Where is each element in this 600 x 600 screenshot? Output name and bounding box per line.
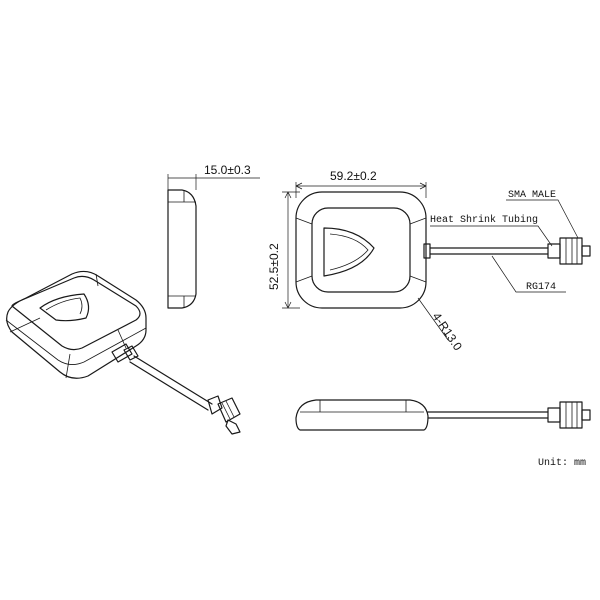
rg174-callout: RG174 [526,282,556,293]
width-dimension: 59.2±0.2 [330,169,377,183]
front-view [295,399,591,431]
side-view [167,174,260,309]
height-dimension: 52.5±0.2 [267,243,281,290]
heat-shrink-callout: Heat Shrink Tubing [430,214,538,226]
isometric-view [5,270,241,435]
top-view [282,182,591,341]
units-label: Unit: mm [538,457,586,469]
sma-male-callout: SMA MALE [508,190,556,201]
thickness-dimension: 15.0±0.3 [204,163,251,177]
corner-radius-dimension: 4-R13.0 [430,310,466,353]
